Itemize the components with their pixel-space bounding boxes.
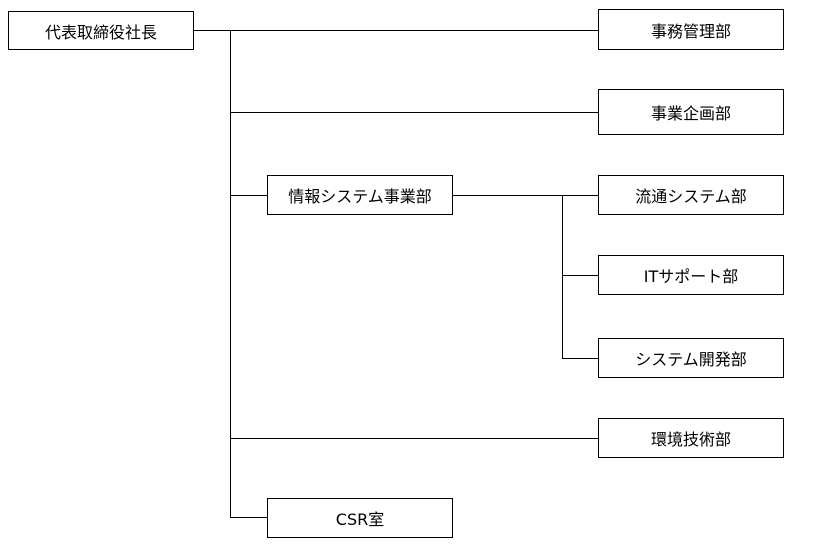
node-ryutsu-system: 流通システム部: [598, 175, 784, 215]
node-it-support-label: ITサポート部: [643, 267, 739, 286]
node-kankyo-gijutsu-label: 環境技術部: [650, 430, 731, 449]
node-jimu-kanri-label: 事務管理部: [650, 21, 731, 41]
node-csr-label: CSR室: [335, 510, 385, 529]
node-jimu-kanri: 事務管理部: [598, 9, 784, 50]
node-jigyo-kikaku-label: 事業企画部: [650, 104, 731, 123]
node-system-kaihatsu: システム開発部: [598, 338, 784, 378]
node-ryutsu-system-label: 流通システム部: [635, 187, 747, 206]
node-jigyo-kikaku: 事業企画部: [598, 89, 784, 135]
node-president-label: 代表取締役社長: [44, 22, 157, 42]
node-kankyo-gijutsu: 環境技術部: [598, 418, 784, 458]
node-president: 代表取締役社長: [8, 11, 194, 50]
node-joho-system: 情報システム事業部: [267, 175, 453, 215]
node-it-support: ITサポート部: [598, 255, 784, 295]
node-joho-system-label: 情報システム事業部: [288, 187, 432, 206]
node-system-kaihatsu-label: システム開発部: [635, 350, 747, 369]
node-csr: CSR室: [267, 498, 453, 538]
